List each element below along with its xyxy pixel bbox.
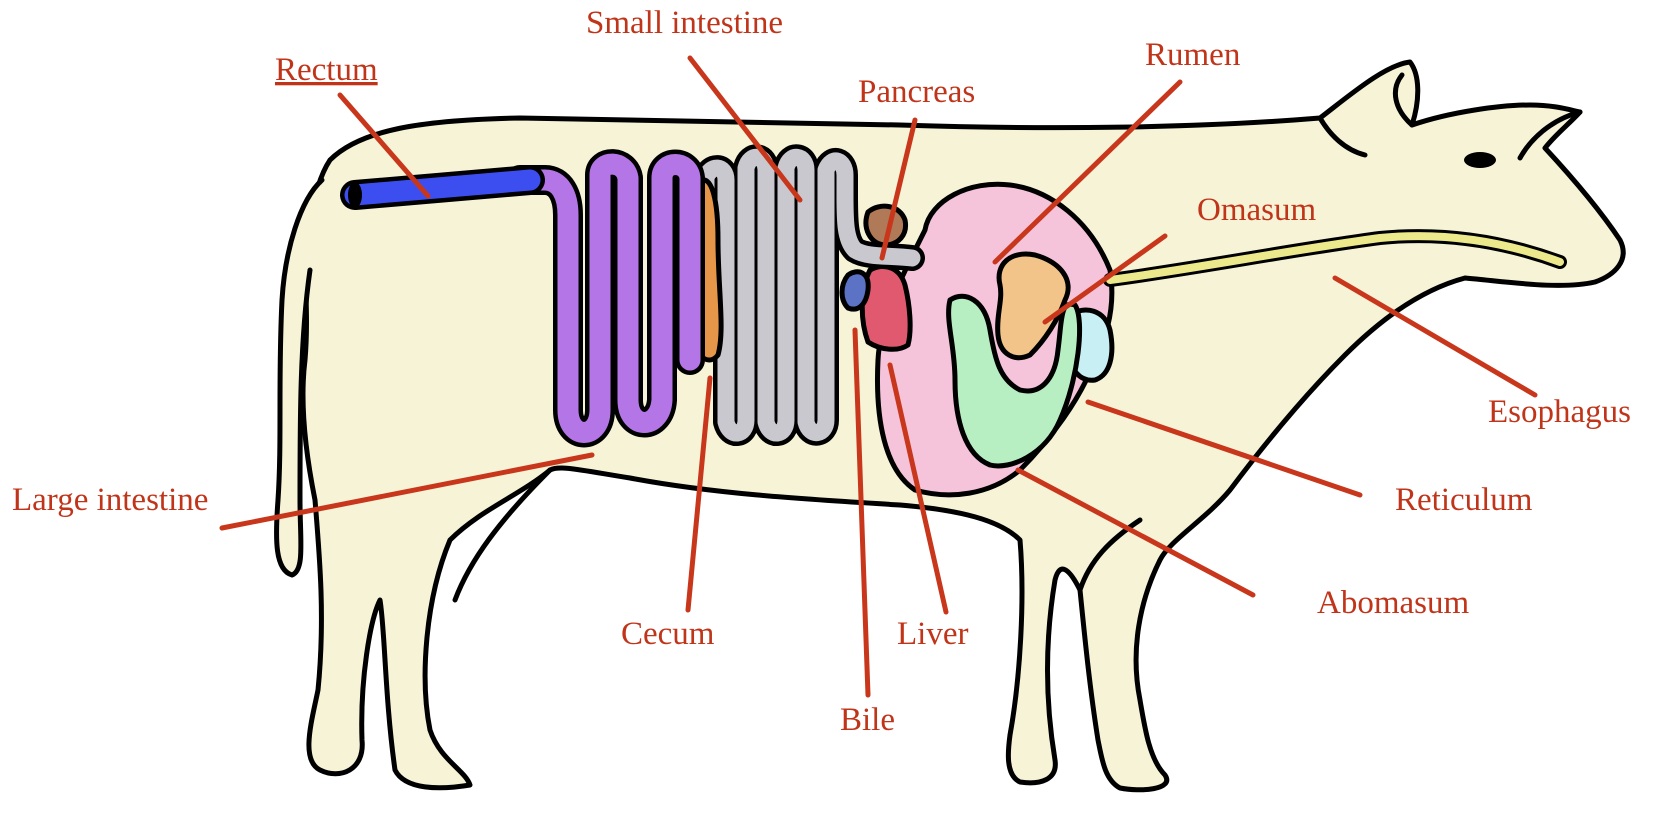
rumen-label: Rumen [1145, 37, 1240, 73]
reticulum-label: Reticulum [1395, 482, 1533, 518]
rectum-label: Rectum [275, 52, 378, 88]
pancreas-label: Pancreas [858, 74, 975, 110]
omasum-label: Omasum [1197, 192, 1316, 228]
bile-organ [842, 272, 868, 309]
bile-label: Bile [840, 702, 895, 738]
cecum-label: Cecum [621, 616, 715, 652]
small-intestine-label: Small intestine [586, 5, 783, 41]
liver-label: Liver [897, 616, 968, 652]
esophagus-label: Esophagus [1488, 394, 1631, 430]
abomasum-label: Abomasum [1317, 585, 1469, 621]
eye-icon [1464, 152, 1496, 168]
large-intestine-label: Large intestine [12, 482, 208, 518]
